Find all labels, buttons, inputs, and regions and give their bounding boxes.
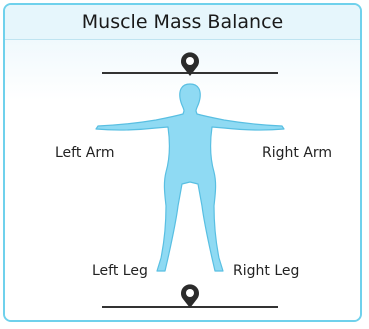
lower-balance-marker-icon <box>181 284 199 308</box>
human-body-silhouette <box>96 84 284 271</box>
left-arm-label: Left Arm <box>55 145 115 161</box>
right-leg-label: Right Leg <box>233 263 299 279</box>
right-arm-label: Right Arm <box>262 145 332 161</box>
left-leg-label: Left Leg <box>92 263 148 279</box>
